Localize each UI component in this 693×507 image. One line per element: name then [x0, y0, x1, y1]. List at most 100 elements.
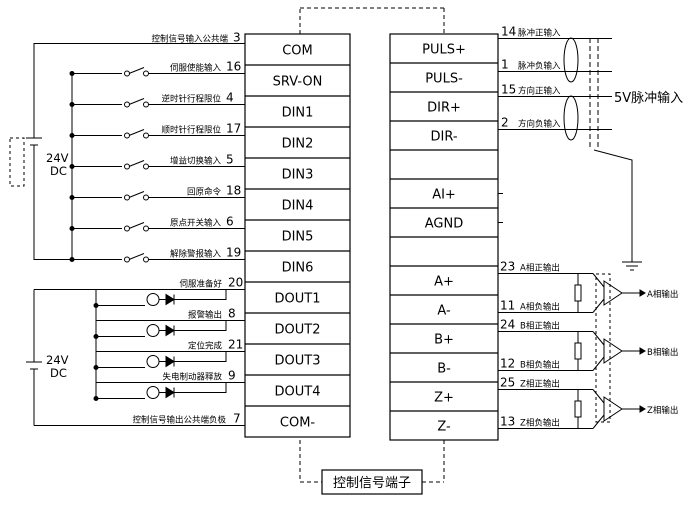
pin-label: A相正输出 — [520, 263, 560, 274]
signal-label: SRV-ON — [273, 75, 323, 90]
phase-output-label: Z相输出 — [647, 405, 678, 416]
pin-number: 5 — [226, 153, 234, 167]
signal-label: DOUT3 — [275, 354, 321, 369]
output-wire — [159, 382, 227, 393]
line-receiver — [603, 338, 623, 364]
switch-contact — [143, 256, 149, 263]
phase-output-label: B相输出 — [647, 347, 678, 358]
output-wire — [159, 320, 227, 331]
supply-wire — [33, 170, 72, 260]
line-receiver — [603, 396, 623, 422]
pin-label: 方向负输入 — [518, 119, 561, 130]
termination-resistor — [574, 342, 582, 360]
signal-label: AGND — [425, 217, 463, 232]
supply-voltage: 24V — [46, 353, 69, 367]
switch-lever — [128, 98, 145, 105]
switch-contact — [124, 163, 130, 170]
pin-label: 控制信号输出公共端负极 — [132, 415, 226, 426]
shield-ground-wire — [593, 149, 633, 262]
pin-number: 18 — [226, 184, 241, 198]
switch-contact — [124, 194, 130, 201]
termination-resistor — [574, 400, 582, 418]
left-terminal-block — [244, 33, 351, 438]
pin-number: 3 — [233, 31, 241, 45]
pulse-input-title: 5V脉冲输入 — [614, 90, 683, 106]
pin-number: 2 — [501, 116, 509, 130]
pin-number: 24 — [500, 318, 515, 332]
signal-label: PULS+ — [422, 43, 466, 58]
pin-label: 方向正输入 — [518, 86, 561, 97]
switch-contact — [124, 70, 130, 77]
signal-label: COM — [282, 44, 313, 59]
pin-label: 回原命令 — [187, 187, 222, 198]
pin-label: 定位完成 — [188, 341, 223, 352]
signal-label: Z+ — [434, 391, 454, 406]
signal-label: DIR+ — [427, 101, 461, 116]
pin-number: 6 — [226, 215, 234, 229]
pin-number: 19 — [226, 246, 241, 260]
signal-label: DOUT4 — [275, 385, 321, 400]
pin-number: 8 — [228, 307, 236, 321]
switch-lever — [128, 160, 145, 167]
pin-label: 报警输出 — [188, 310, 222, 321]
line-receiver — [603, 280, 623, 306]
supply-frame — [9, 137, 25, 187]
pin-number: 9 — [228, 369, 236, 383]
pin-label: A相负输出 — [520, 302, 560, 313]
pin-number: 21 — [228, 338, 243, 352]
output-transistor — [146, 324, 160, 337]
switch-contact — [124, 132, 130, 139]
arrow-icon — [639, 289, 646, 297]
pin-label: 伺服使能输入 — [170, 63, 222, 74]
signal-label: DIN6 — [282, 261, 314, 276]
termination-resistor — [574, 284, 582, 302]
switch-contact — [143, 194, 149, 201]
output-transistor — [146, 386, 160, 399]
connector-title-box — [321, 469, 423, 495]
pin-label: 伺服准备好 — [179, 279, 222, 290]
pin-number: 13 — [500, 415, 515, 429]
pin-label: Z相负输出 — [520, 418, 560, 429]
signal-label: Z- — [437, 420, 451, 435]
signal-label: AI+ — [432, 188, 456, 203]
pin-number: 25 — [500, 376, 515, 390]
pin-number: 15 — [501, 83, 516, 97]
pin-label: Z相正输出 — [520, 379, 560, 390]
signal-label: COM- — [280, 416, 316, 431]
output-wire — [159, 289, 227, 300]
encoder-wire — [592, 273, 605, 288]
encoder-wire — [592, 331, 605, 346]
encoder-wire — [592, 298, 605, 313]
pin-number: 16 — [226, 60, 241, 74]
twisted-pair — [563, 37, 579, 83]
switch-contact — [143, 132, 149, 139]
pin-label: B相正输出 — [520, 321, 560, 332]
pin-number: 7 — [233, 412, 241, 426]
pin-number: 4 — [226, 91, 234, 105]
pin-label: 增益切换输入 — [170, 156, 222, 167]
pin-label: 失电制动器释放 — [162, 372, 222, 383]
output-transistor — [146, 293, 160, 306]
pin-number: 11 — [500, 299, 515, 313]
pin-label: 脉冲正输入 — [518, 28, 561, 39]
output-transistor — [146, 355, 160, 368]
pin-label: 控制信号输入公共端 — [151, 34, 228, 45]
switch-lever — [128, 191, 145, 198]
receiver-frame — [595, 273, 611, 423]
pin-number: 1 — [501, 58, 509, 72]
pin-number: 17 — [226, 122, 241, 136]
switch-lever — [128, 129, 145, 136]
switch-contact — [143, 70, 149, 77]
pin-label: B相负输出 — [520, 360, 560, 371]
signal-label: DOUT2 — [275, 323, 321, 338]
encoder-wire — [592, 356, 605, 371]
signal-label: DIR- — [430, 130, 457, 145]
pin-label: 脉冲负输入 — [518, 61, 561, 72]
pin-number: 23 — [500, 260, 515, 274]
supply-voltage: 24V — [46, 151, 69, 165]
arrow-icon — [639, 347, 646, 355]
signal-label: DIN1 — [282, 106, 314, 121]
pin-label: 原点开关输入 — [170, 218, 222, 229]
connector-title: 控制信号端子 — [333, 476, 411, 491]
